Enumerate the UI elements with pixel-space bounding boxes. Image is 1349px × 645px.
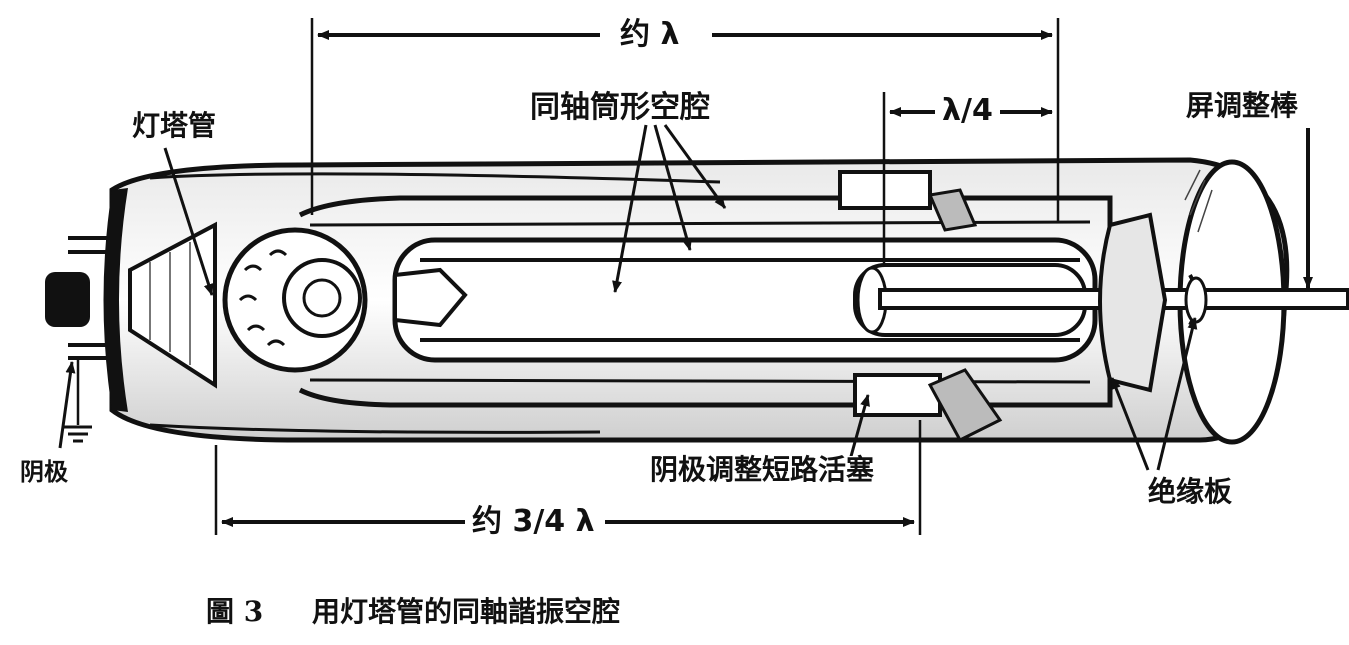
insulating-plates bbox=[1098, 212, 1208, 393]
label-about-lambda: 约 λ bbox=[620, 17, 680, 52]
lighthouse-tube bbox=[128, 221, 368, 389]
cathode-short-piston bbox=[838, 170, 1003, 442]
label-about-three-quarter-lambda: 约 3/4 λ bbox=[472, 504, 595, 539]
label-quarter-lambda: λ/4 bbox=[942, 93, 993, 128]
label-lighthouse-tube: 灯塔管 bbox=[132, 109, 217, 142]
label-cathode: 阴极 bbox=[20, 458, 68, 486]
tube-base-pins bbox=[45, 236, 108, 443]
figure-caption: 用灯塔管的同軸諧振空腔 bbox=[312, 595, 621, 628]
dimension-lines bbox=[214, 18, 1060, 535]
figure-number: 圖 3 bbox=[206, 595, 264, 628]
label-plate-tuning-rod: 屏调整棒 bbox=[1186, 89, 1299, 122]
label-insulating-plate: 绝缘板 bbox=[1148, 475, 1233, 508]
label-cathode-short-piston: 阴极调整短路活塞 bbox=[650, 453, 875, 486]
leader-arrows bbox=[58, 124, 1313, 471]
label-coax-cavity: 同轴筒形空腔 bbox=[530, 90, 710, 125]
